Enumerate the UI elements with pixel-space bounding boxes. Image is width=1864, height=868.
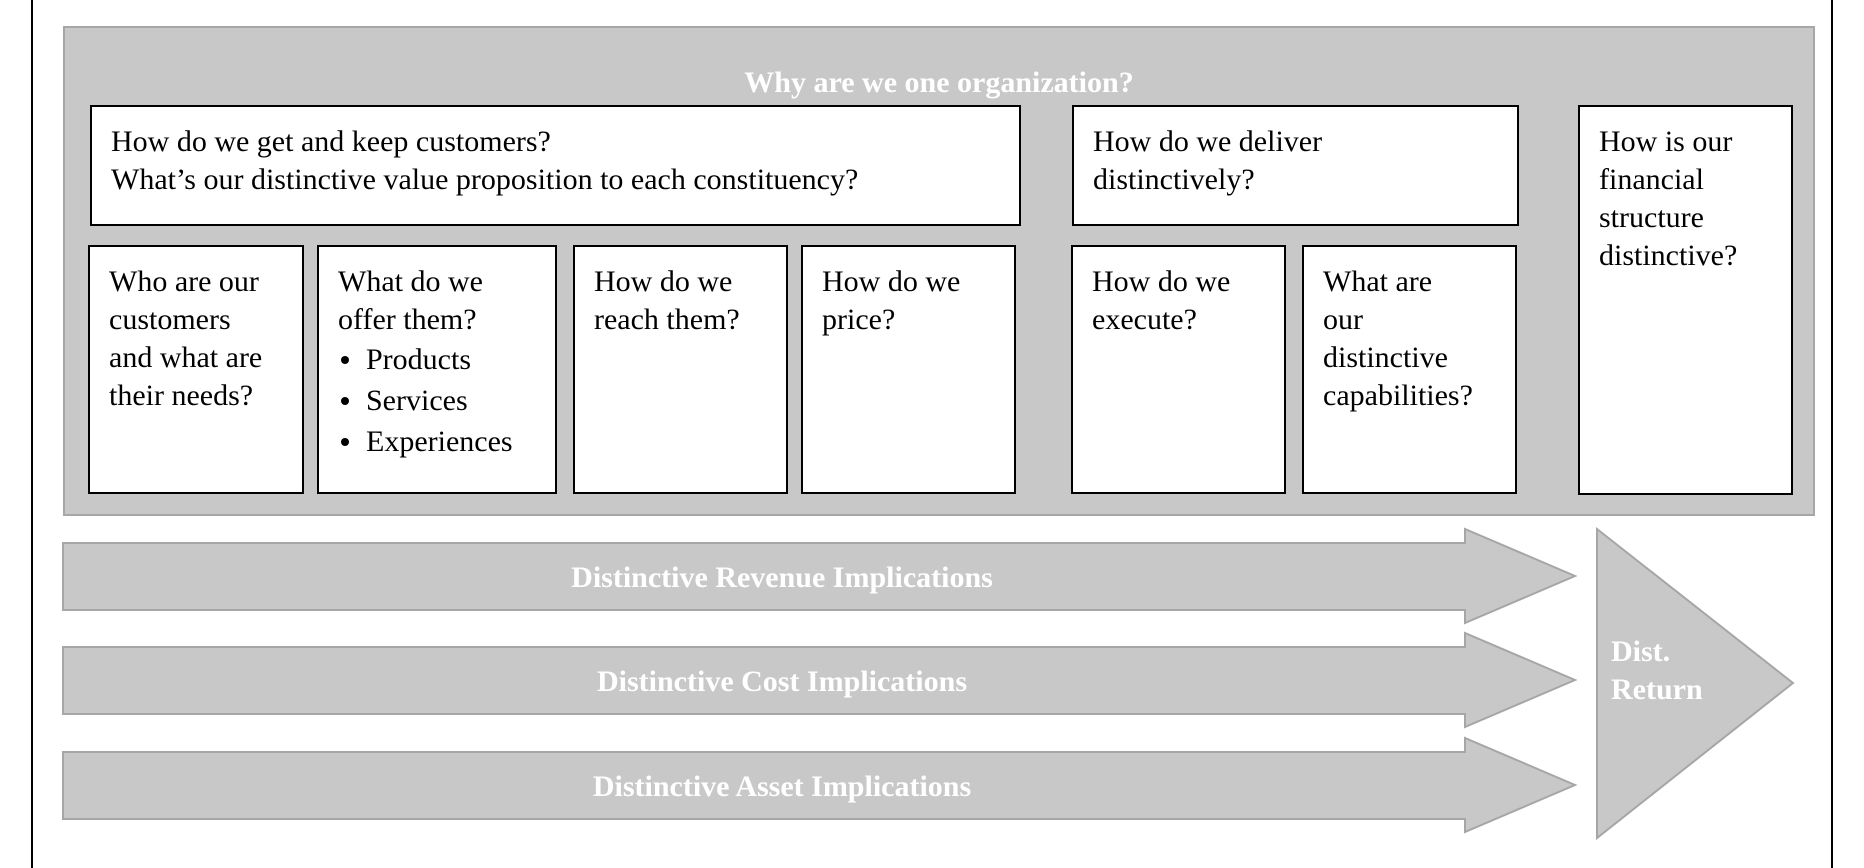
capabilities-line-3: distinctive: [1323, 341, 1448, 374]
price-line-1: How do we: [822, 265, 961, 298]
cost-arrow: [62, 631, 1578, 729]
offer-line-2: offer them?: [338, 303, 477, 336]
customers-header-box: How do we get and keep customers? What’s…: [90, 105, 1021, 226]
offer-bullet-experiences: Experiences: [338, 421, 537, 462]
price-line-2: price?: [822, 303, 896, 336]
cost-implications-label: Distinctive Cost Implications: [597, 665, 967, 698]
who-line-1: Who are our: [109, 265, 259, 298]
return-line-2: Return: [1611, 673, 1703, 706]
reach-line-2: reach them?: [594, 303, 740, 336]
offer-line-1: What do we: [338, 265, 483, 298]
offer-bullet-services: Services: [338, 380, 537, 421]
capabilities-line-2: our: [1323, 303, 1363, 336]
execute-line-1: How do we: [1092, 265, 1231, 298]
capabilities-line-1: What are: [1323, 265, 1433, 298]
financial-line-4: distinctive?: [1599, 239, 1738, 272]
customers-header-line-1: How do we get and keep customers?: [111, 125, 551, 158]
capabilities-box: What are our distinctive capabilities?: [1302, 245, 1517, 494]
delivery-header-line-1: How do we deliver: [1093, 125, 1323, 158]
revenue-arrow: [62, 527, 1578, 625]
price-box: How do we price?: [801, 245, 1016, 494]
revenue-implications-label: Distinctive Revenue Implications: [571, 561, 993, 594]
return-line-1: Dist.: [1611, 635, 1671, 668]
reach-line-1: How do we: [594, 265, 733, 298]
execute-line-2: execute?: [1092, 303, 1197, 336]
panel-title: Why are we one organization?: [744, 66, 1134, 99]
dist-return-label: Dist. Return: [1611, 633, 1703, 709]
who-line-2: customers: [109, 303, 231, 336]
offer-box: What do we offer them? Products Services…: [317, 245, 557, 494]
financial-structure-box: How is our financial structure distincti…: [1578, 105, 1793, 495]
financial-line-2: financial: [1599, 163, 1704, 196]
who-line-3: and what are: [109, 341, 263, 374]
delivery-header-line-2: distinctively?: [1093, 163, 1255, 196]
financial-line-1: How is our: [1599, 125, 1733, 158]
capabilities-line-4: capabilities?: [1323, 379, 1473, 412]
return-arrow: [1596, 526, 1795, 841]
right-frame-line: [1831, 0, 1833, 868]
left-frame-line: [31, 0, 33, 868]
offer-bullet-list: Products Services Experiences: [338, 339, 537, 462]
offer-bullet-products: Products: [338, 339, 537, 380]
financial-line-3: structure: [1599, 201, 1704, 234]
reach-box: How do we reach them?: [573, 245, 788, 494]
delivery-header-box: How do we deliver distinctively?: [1072, 105, 1519, 226]
execute-box: How do we execute?: [1071, 245, 1286, 494]
customers-header-line-2: What’s our distinctive value proposition…: [111, 163, 859, 196]
who-customers-box: Who are our customers and what are their…: [88, 245, 304, 494]
asset-arrow: [62, 736, 1578, 834]
who-line-4: their needs?: [109, 379, 254, 412]
asset-implications-label: Distinctive Asset Implications: [592, 770, 972, 803]
